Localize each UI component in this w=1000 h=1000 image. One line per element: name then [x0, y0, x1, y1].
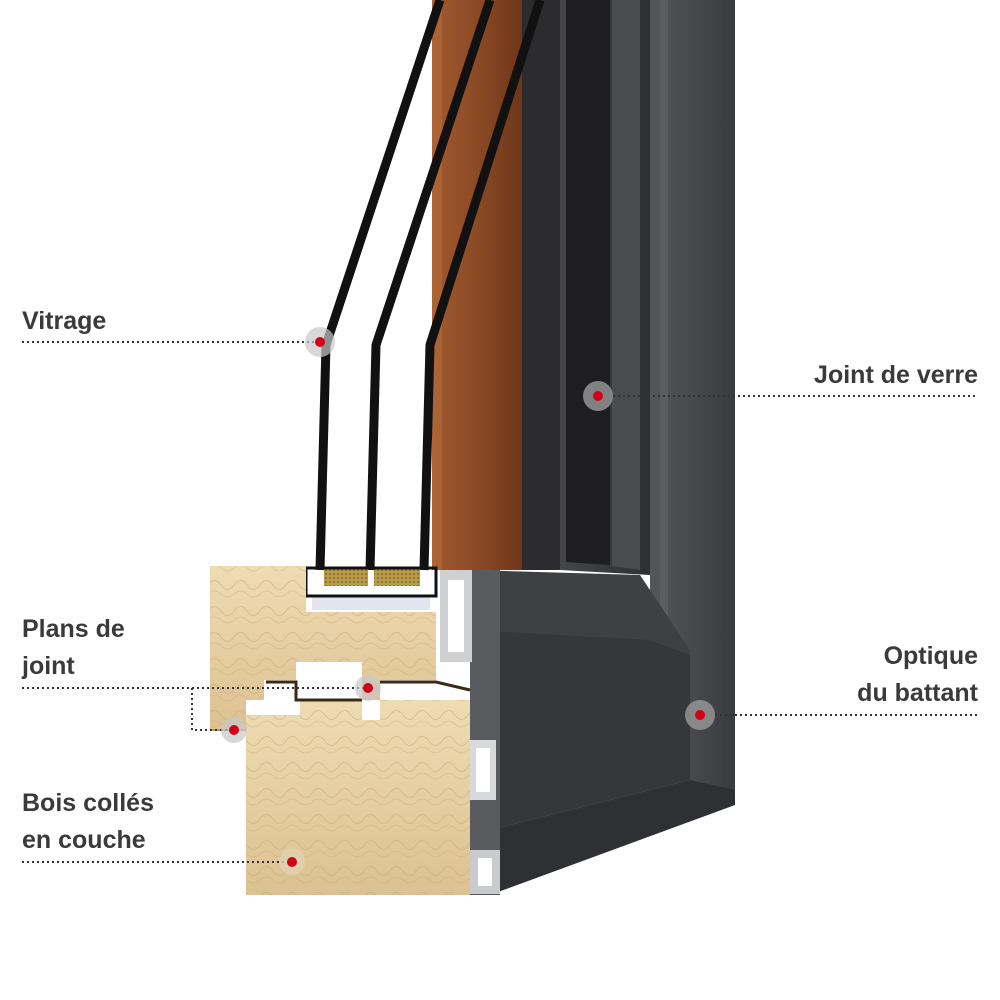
callout-markers [221, 327, 715, 875]
aluminium-sash-profile [522, 0, 735, 790]
marker-vitrage [305, 327, 335, 357]
label-optique-du-battant-line-2: du battant [857, 679, 978, 707]
label-joint-de-verre-line-1: Joint de verre [814, 361, 978, 389]
label-bois-colles-line-2: en couche [22, 826, 146, 854]
leader-plans-de-joint-secondary [191, 688, 234, 731]
leader-lines [22, 341, 978, 863]
marker-joint-de-verre [583, 381, 613, 411]
label-optique-du-battant: Optique du battant [857, 638, 978, 712]
label-joint-de-verre: Joint de verre [814, 357, 978, 394]
label-bois-colles-line-1: Bois collés [22, 789, 154, 817]
label-vitrage: Vitrage [22, 303, 106, 340]
label-bois-colles: Bois collés en couche [22, 785, 154, 859]
aluminium-bottom-rail [440, 570, 735, 895]
label-plans-de-joint: Plans de joint [22, 611, 125, 685]
laminated-wood-section [210, 566, 471, 895]
label-plans-de-joint-line-2: joint [22, 652, 75, 680]
label-plans-de-joint-line-1: Plans de [22, 615, 125, 643]
marker-optique-du-battant [685, 700, 715, 730]
marker-bois-colles [279, 849, 305, 875]
marker-plans-de-joint-lower [221, 717, 247, 743]
marker-plans-de-joint-upper [355, 675, 381, 701]
label-optique-du-battant-line-1: Optique [883, 642, 978, 670]
label-vitrage-line-1: Vitrage [22, 307, 107, 335]
glazing-spacers [304, 566, 438, 610]
